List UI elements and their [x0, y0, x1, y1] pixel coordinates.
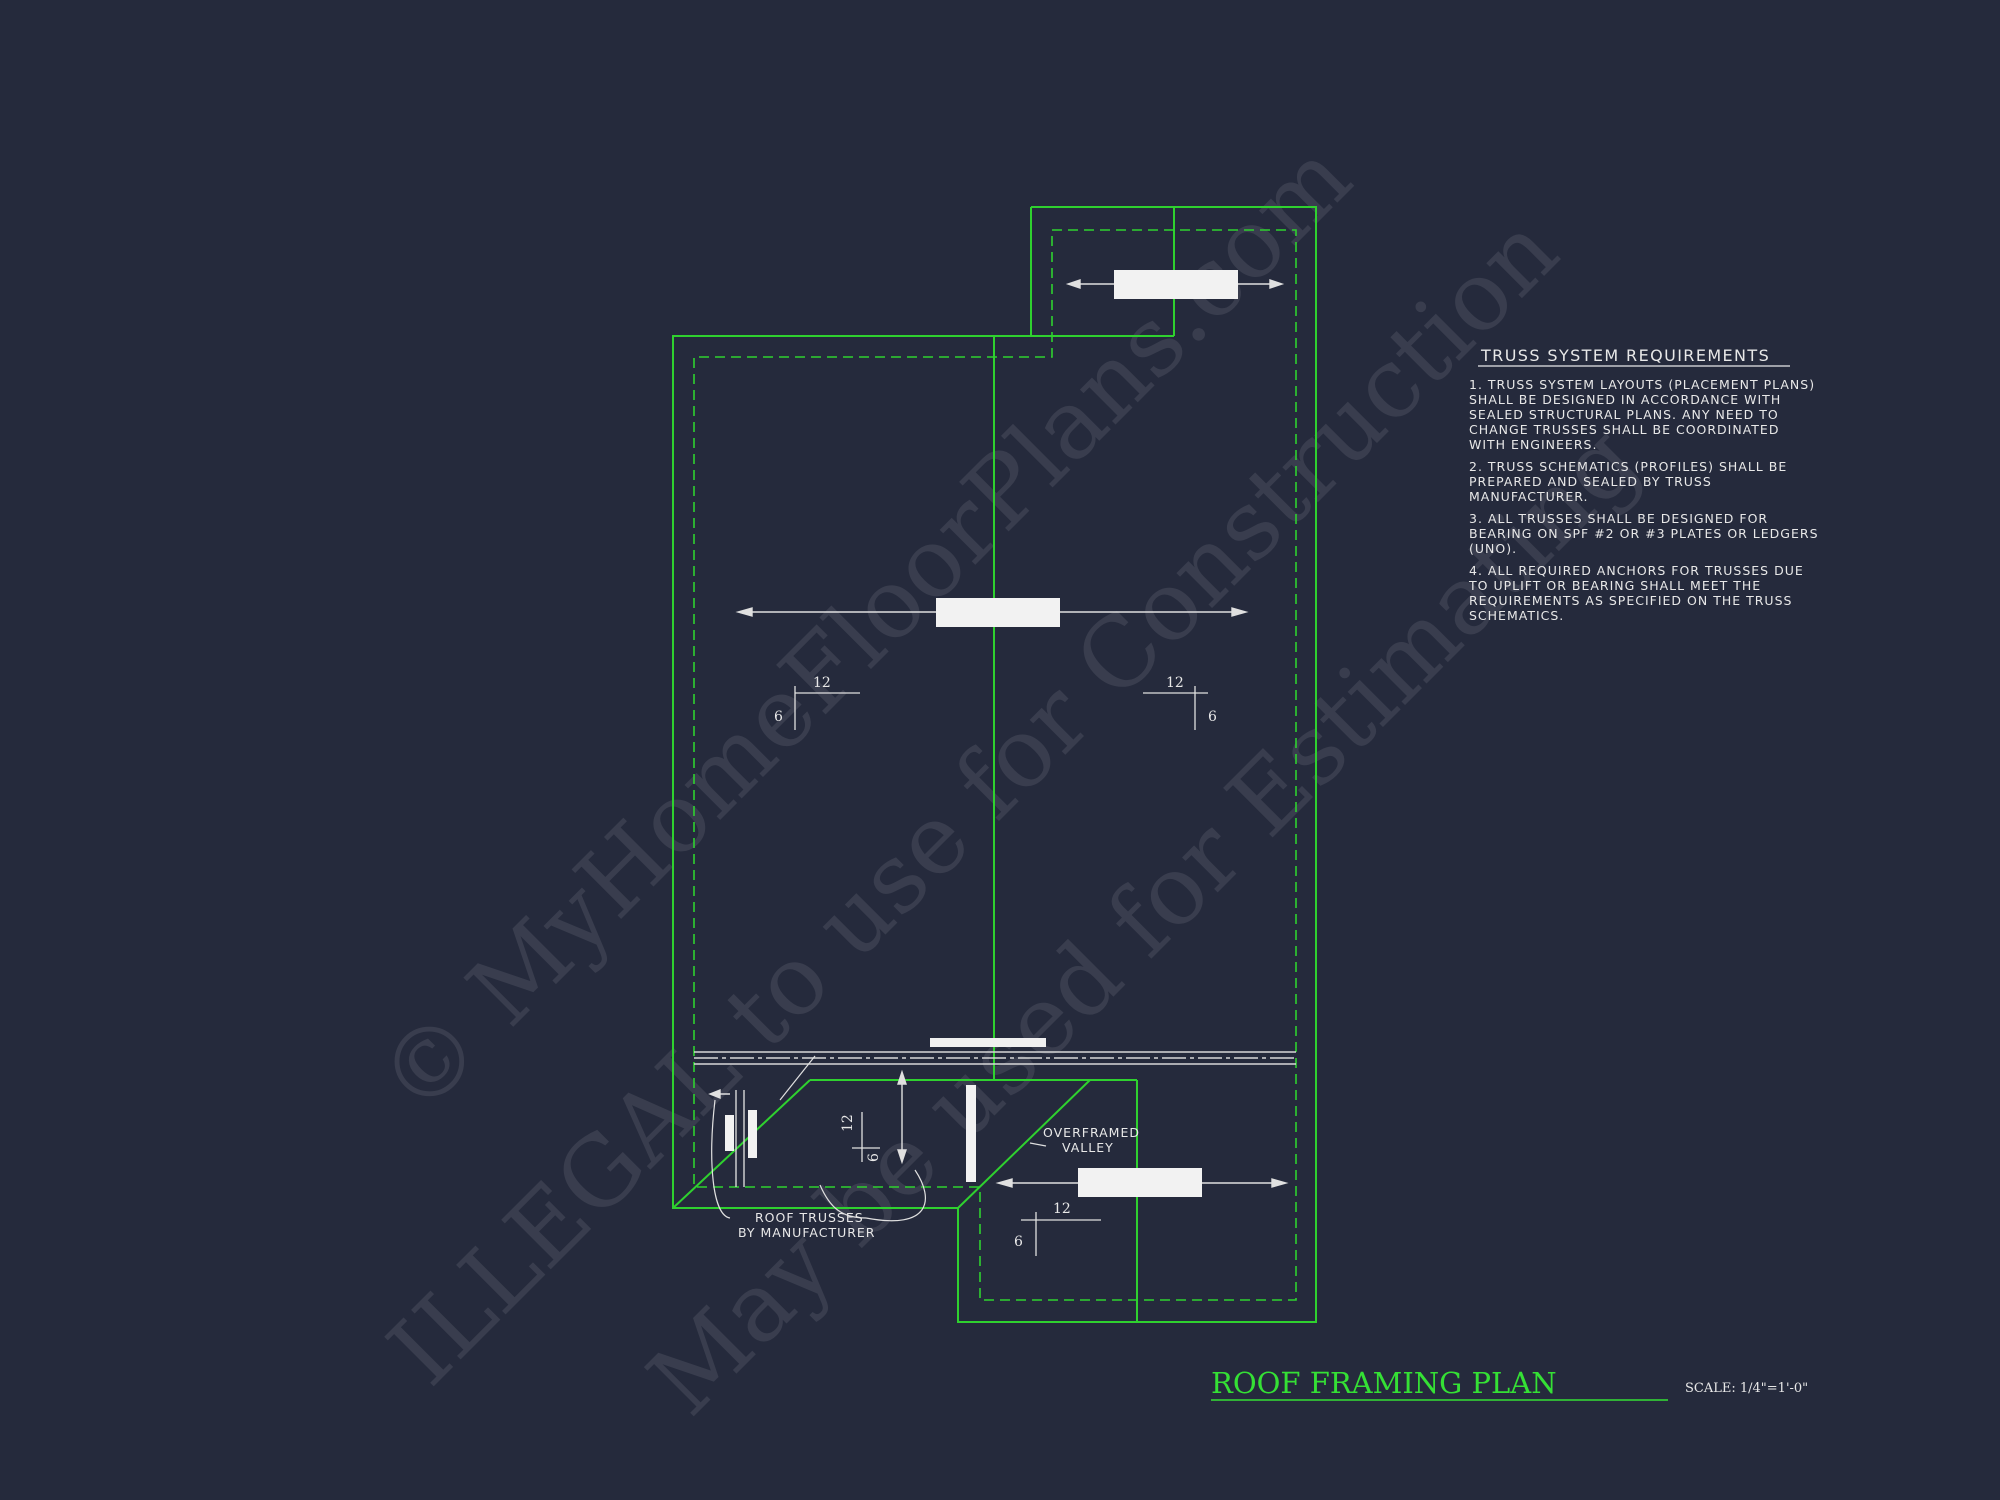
- pitch-symbol-lower: 12 6: [1014, 1201, 1101, 1256]
- pitch-rise-lower: 6: [1014, 1234, 1023, 1250]
- notes-line: WITH ENGINEERS.: [1469, 437, 1597, 452]
- notes-line: (UNO).: [1469, 541, 1517, 556]
- overframed-label-1: OVERFRAMED: [1043, 1125, 1140, 1140]
- truss-tag-main: [936, 598, 1060, 627]
- pitch-rise-left: 6: [774, 709, 783, 725]
- pitch-run-lower: 12: [1053, 1201, 1071, 1217]
- truss-tag-valley: [966, 1085, 976, 1182]
- title-block: ROOF FRAMING PLAN SCALE: 1/4"=1'-0": [1211, 1366, 1808, 1401]
- notes-line: 1. TRUSS SYSTEM LAYOUTS (PLACEMENT PLANS…: [1469, 377, 1815, 392]
- notes-line: SHALL BE DESIGNED IN ACCORDANCE WITH: [1469, 392, 1781, 407]
- drawing-title: ROOF FRAMING PLAN: [1211, 1366, 1557, 1400]
- leader-lines: [711, 1055, 1047, 1222]
- notes-line: TO UPLIFT OR BEARING SHALL MEET THE: [1468, 578, 1761, 593]
- notes-line: SEALED STRUCTURAL PLANS. ANY NEED TO: [1469, 407, 1779, 422]
- wall-line: [693, 229, 1297, 1301]
- beam-tag: [930, 1038, 1046, 1047]
- notes-line: SCHEMATICS.: [1469, 608, 1564, 623]
- pitch-run-left: 12: [813, 675, 831, 691]
- notes-heading: TRUSS SYSTEM REQUIREMENTS: [1480, 346, 1770, 365]
- pitch-rise-valley: 6: [866, 1153, 882, 1162]
- pitch-symbol-right: 12 6: [1143, 675, 1217, 730]
- truss-tag-small-a: [725, 1115, 734, 1151]
- truss-tag-small-b: [748, 1110, 757, 1158]
- notes-line: BEARING ON SPF #2 OR #3 PLATES OR LEDGER…: [1469, 526, 1819, 541]
- valley-right-diagonal: [957, 1079, 1091, 1209]
- notes-line: 2. TRUSS SCHEMATICS (PROFILES) SHALL BE: [1469, 459, 1787, 474]
- notes-line: PREPARED AND SEALED BY TRUSS: [1469, 474, 1712, 489]
- pitch-symbol-left: 12 6: [774, 675, 860, 730]
- watermark-line-2: ILLEGAL to use for Construction: [367, 194, 1579, 1406]
- notes-line: CHANGE TRUSSES SHALL BE COORDINATED: [1469, 422, 1779, 437]
- drawing-scale: SCALE: 1/4"=1'-0": [1685, 1381, 1808, 1396]
- valley-left-diagonal: [672, 1079, 811, 1209]
- roof-trusses-label-2: BY MANUFACTURER: [738, 1225, 876, 1240]
- truss-notes: TRUSS SYSTEM REQUIREMENTS 1. TRUSS SYSTE…: [1468, 346, 1819, 623]
- notes-line: REQUIREMENTS AS SPECIFIED ON THE TRUSS: [1469, 593, 1792, 608]
- truss-arrows: [708, 279, 1289, 1188]
- bearing-line: [694, 1051, 1296, 1187]
- pitch-run-valley: 12: [840, 1114, 856, 1132]
- overframed-label-2: VALLEY: [1062, 1140, 1114, 1155]
- roof-trusses-label-1: ROOF TRUSSES: [755, 1210, 864, 1225]
- truss-tags: [725, 270, 1238, 1197]
- pitch-symbol-valley: 12 6: [840, 1112, 882, 1162]
- watermark: © MyHomeFloorPlans.com ILLEGAL to use fo…: [357, 121, 1659, 1436]
- notes-line: MANUFACTURER.: [1469, 489, 1589, 504]
- pitch-run-right: 12: [1166, 675, 1184, 691]
- truss-tag-lower: [1078, 1168, 1202, 1197]
- wall-dashed-outline: [693, 229, 1297, 1301]
- roof-outline: [672, 206, 1317, 1323]
- pitch-rise-right: 6: [1208, 709, 1217, 725]
- truss-tag-upper: [1114, 270, 1238, 299]
- notes-line: 4. ALL REQUIRED ANCHORS FOR TRUSSES DUE: [1469, 563, 1804, 578]
- notes-line: 3. ALL TRUSSES SHALL BE DESIGNED FOR: [1469, 511, 1768, 526]
